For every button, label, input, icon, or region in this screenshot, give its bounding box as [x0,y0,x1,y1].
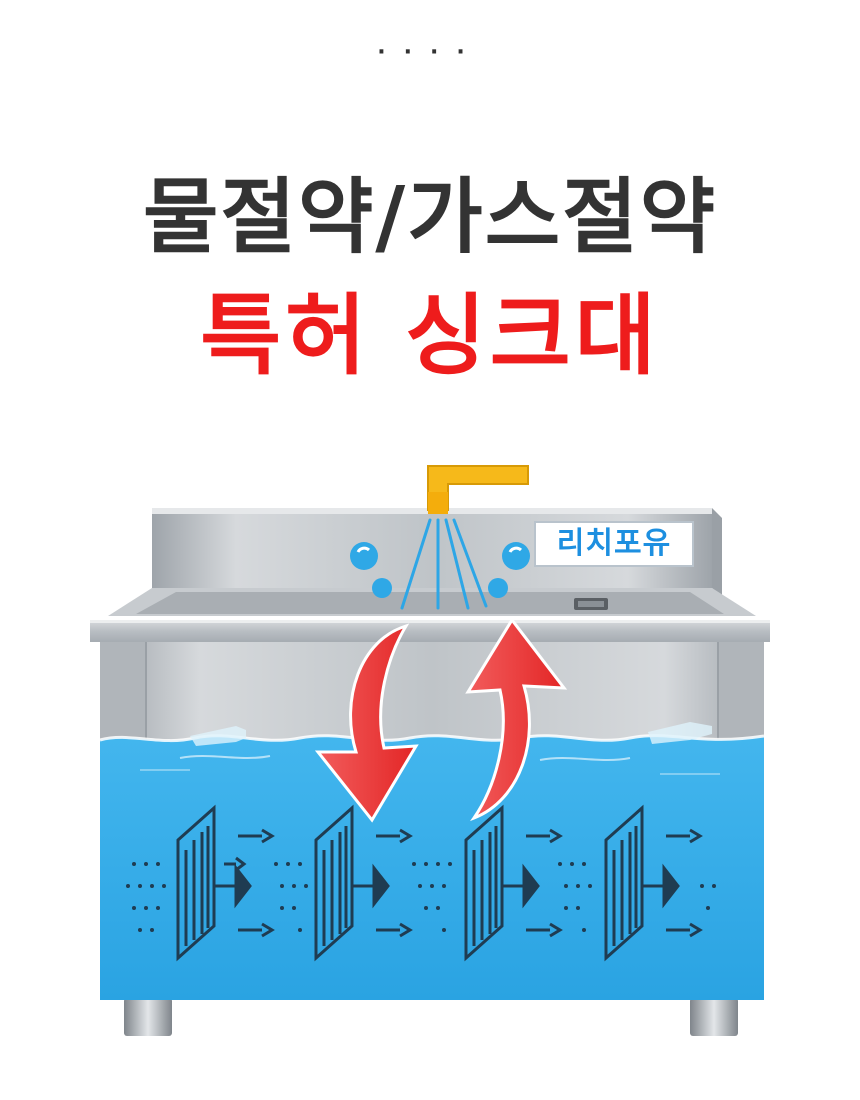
water-drops [350,542,530,598]
filter-panel-1 [176,804,275,962]
circulation-arrow-down [314,623,419,823]
water-body [99,722,765,1000]
water-spray [400,518,488,610]
brand-label: 리치포유 [534,521,694,567]
headline-line1: 물절약/가스절약 [142,170,718,265]
faucet [427,465,529,514]
filter-panel-2 [314,804,413,962]
circulation-arrow-up [465,617,568,822]
headline-line2: 특허 싱크대 [200,284,660,387]
filter-panel-4 [604,804,703,962]
sink-illustration [90,465,770,1036]
filter-panels [176,804,703,962]
filter-panel-3 [464,804,563,962]
top-dots: ···· [377,40,483,65]
particle-dots [126,862,716,932]
sink-rim [90,588,770,642]
